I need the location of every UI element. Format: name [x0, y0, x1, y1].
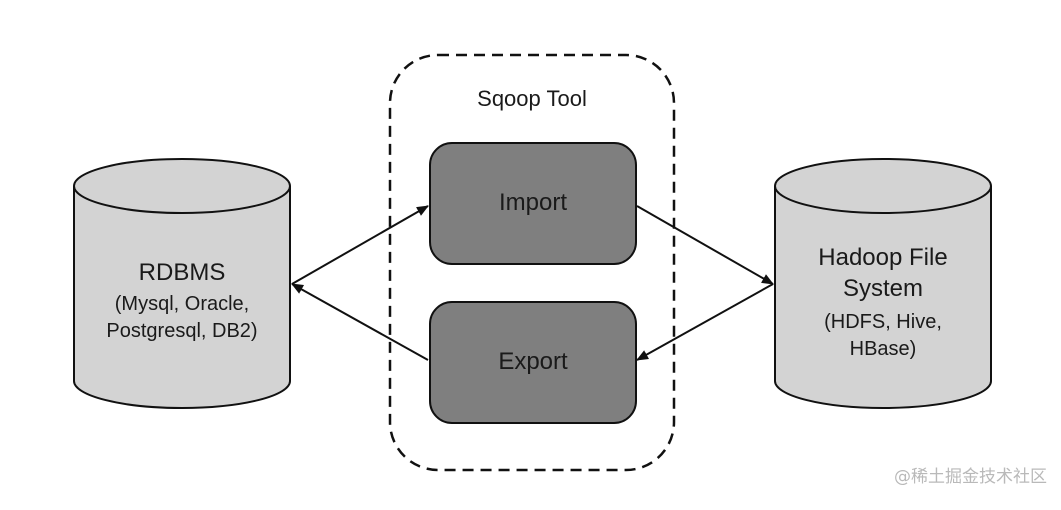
import-box: [429, 142, 637, 265]
sqoop-tool-title: Sqoop Tool: [477, 86, 587, 111]
export-box: [429, 301, 637, 424]
rdbms-cylinder-body: [73, 186, 291, 409]
sqoop-tool-container: [388, 53, 676, 472]
hadoop-cylinder: [774, 158, 992, 409]
arrow-rdbms-to-import: [291, 205, 429, 285]
rdbms-details-line-1: (Mysql, Oracle,: [114, 293, 250, 315]
arrow-export-to-rdbms: [291, 283, 429, 361]
rdbms-cylinder-top: [73, 158, 291, 214]
import-label: Import: [498, 189, 567, 216]
arrow-hadoop-to-export: [636, 283, 774, 361]
rdbms-details-line-2: Postgresql, DB2): [106, 320, 258, 342]
hadoop-cylinder-body: [774, 186, 992, 409]
export-label: Export: [498, 348, 568, 375]
arrow-import-to-hadoop: [636, 205, 774, 285]
watermark: @稀土掘金技术社区: [894, 467, 1047, 487]
rdbms-cylinder: [73, 158, 291, 409]
hadoop-title-line-1: Hadoop File: [818, 244, 948, 271]
hadoop-title-line-2: System: [842, 275, 923, 302]
hadoop-cylinder-top: [774, 158, 992, 214]
hadoop-details-line-2: HBase): [849, 338, 917, 360]
rdbms-title: RDBMS: [138, 259, 226, 286]
hadoop-details-line-1: (HDFS, Hive,: [824, 311, 942, 333]
